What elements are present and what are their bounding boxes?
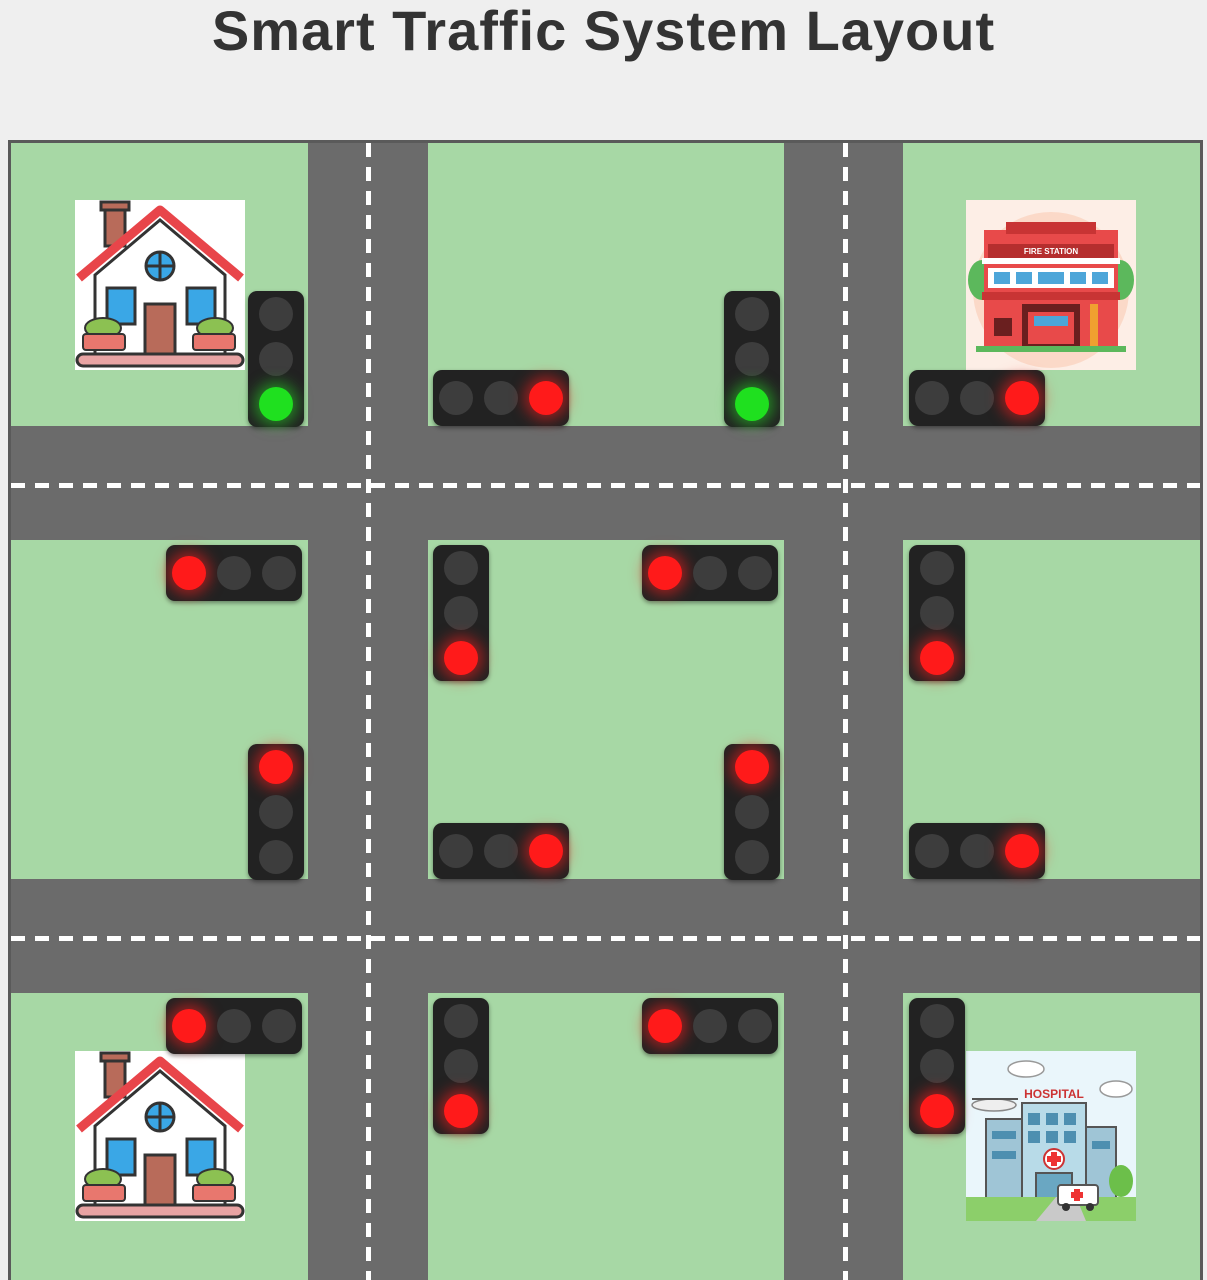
lamp-off [444,551,478,585]
lamp-off [439,834,473,868]
red-lamp-on [648,556,682,590]
lamp-off [262,556,296,590]
lamp-off [484,381,518,415]
red-lamp-on [920,641,954,675]
traffic-light-r2c2-bottom[interactable] [433,823,569,879]
traffic-light-r2c3-left[interactable] [909,545,965,681]
green-lamp-on [735,387,769,421]
red-lamp-on [172,556,206,590]
traffic-light-r2c1-right[interactable] [248,744,304,880]
traffic-light-r1c3-west[interactable] [909,370,1045,426]
lane-marking-vertical-2 [843,143,848,1280]
lamp-off [217,1009,251,1043]
lamp-off [735,342,769,376]
hospital-sign: HOSPITAL [1024,1087,1084,1101]
red-lamp-on [529,381,563,415]
traffic-light-r2c1-top[interactable] [166,545,302,601]
traffic-light-r2c3-bottom[interactable] [909,823,1045,879]
lane-marking-vertical-1 [366,143,371,1280]
traffic-light-r3c3-left[interactable] [909,998,965,1134]
traffic-light-r2c2-right[interactable] [724,744,780,880]
lamp-off [444,1049,478,1083]
lamp-off [735,297,769,331]
lamp-off [217,556,251,590]
house-icon [75,1051,245,1221]
lamp-off [915,381,949,415]
fire-station-icon: FIRE STATION [966,200,1136,370]
city-map: FIRE STATION [8,140,1203,1280]
lamp-off [693,556,727,590]
lamp-off [920,551,954,585]
red-lamp-on [444,641,478,675]
lamp-off [735,795,769,829]
lamp-off [259,840,293,874]
traffic-light-r3c2-top[interactable] [642,998,778,1054]
lamp-off [259,795,293,829]
red-lamp-on [1005,834,1039,868]
lamp-off [262,1009,296,1043]
hospital-icon: HOSPITAL [966,1051,1136,1221]
lamp-off [439,381,473,415]
green-lamp-on [259,387,293,421]
lamp-off [738,556,772,590]
traffic-light-r2c2-left[interactable] [433,545,489,681]
traffic-light-r1c2-west[interactable] [433,370,569,426]
house-icon [75,200,245,370]
lamp-off [738,1009,772,1043]
fire-station-sign: FIRE STATION [1023,247,1079,256]
traffic-light-r3c2-left[interactable] [433,998,489,1134]
page-title: Smart Traffic System Layout [211,0,996,62]
traffic-light-r2c2-top[interactable] [642,545,778,601]
red-lamp-on [172,1009,206,1043]
red-lamp-on [920,1094,954,1128]
lamp-off [259,297,293,331]
lamp-off [693,1009,727,1043]
red-lamp-on [529,834,563,868]
lamp-off [484,834,518,868]
red-lamp-on [444,1094,478,1128]
lamp-off [735,840,769,874]
red-lamp-on [735,750,769,784]
lamp-off [259,342,293,376]
lamp-off [960,381,994,415]
lane-marking-horizontal-2 [11,936,1200,941]
red-lamp-on [259,750,293,784]
lamp-off [444,596,478,630]
red-lamp-on [1005,381,1039,415]
lane-marking-horizontal-1 [11,483,1200,488]
lamp-off [920,596,954,630]
red-lamp-on [648,1009,682,1043]
traffic-light-r1c1-east[interactable] [248,291,304,427]
lamp-off [960,834,994,868]
traffic-light-r3c1-top[interactable] [166,998,302,1054]
lamp-off [915,834,949,868]
lamp-off [444,1004,478,1038]
lamp-off [920,1004,954,1038]
traffic-light-r1c2-east[interactable] [724,291,780,427]
lamp-off [920,1049,954,1083]
